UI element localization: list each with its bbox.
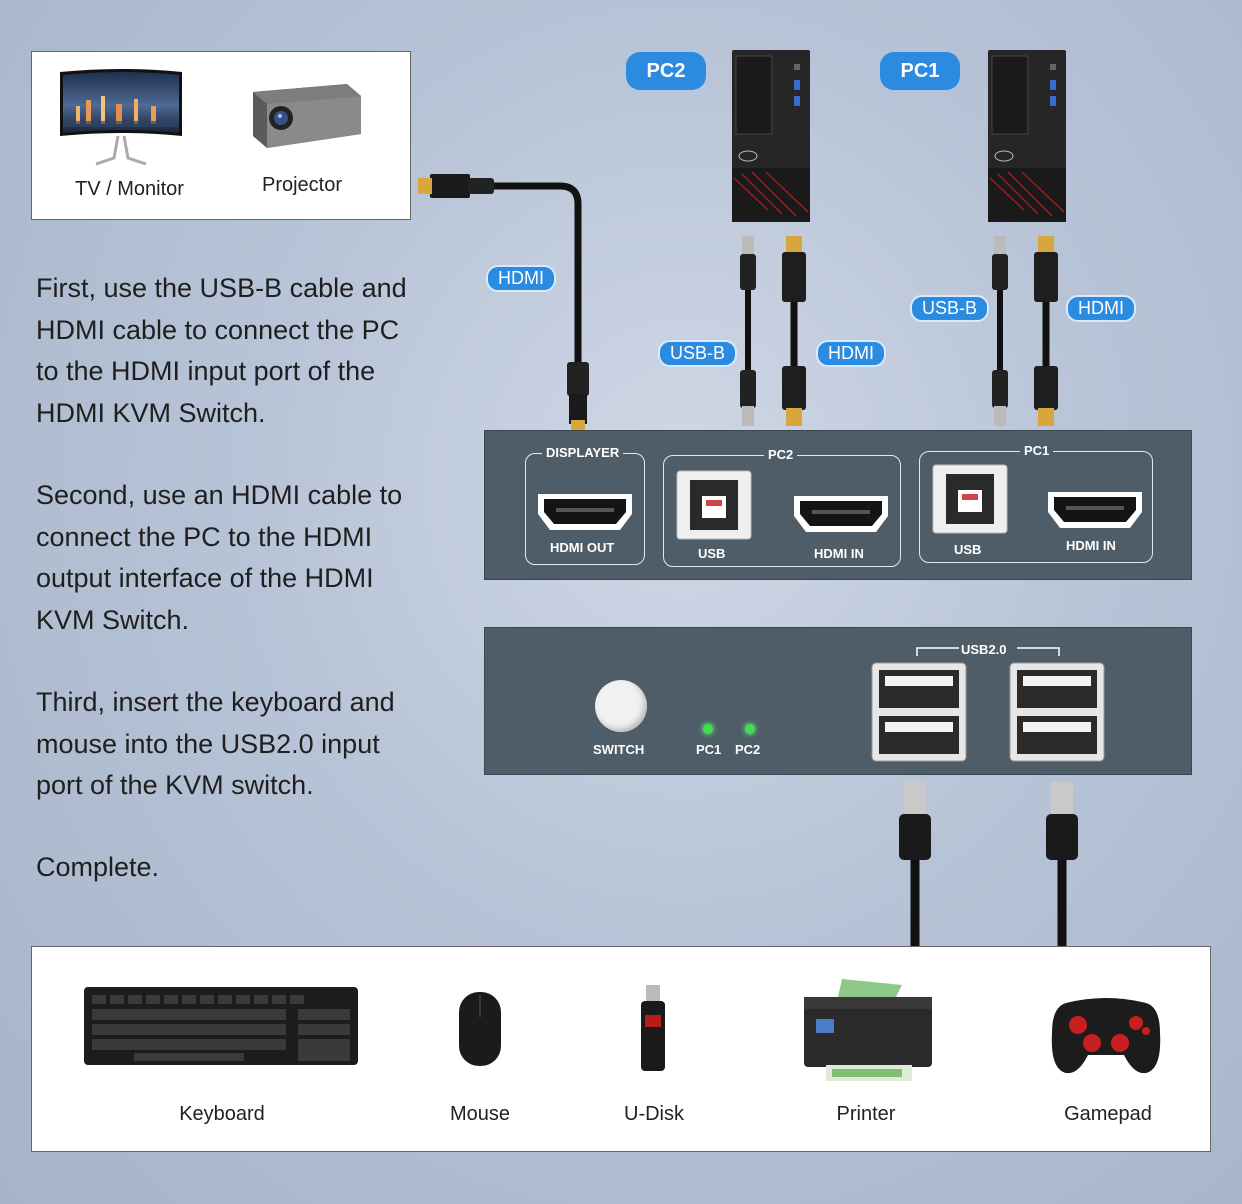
kvm-front-panel: SWITCH PC1 PC2 USB2.0 — [484, 627, 1192, 775]
hdmi-display-cable-tag: HDMI — [486, 265, 556, 292]
gamepad-label: Gamepad — [1064, 1103, 1152, 1125]
pc2-usb-label: USB — [698, 546, 726, 561]
pc2-hdmi-in-label: HDMI IN — [814, 546, 864, 561]
printer-label: Printer — [836, 1103, 896, 1125]
monitor-icon — [60, 69, 182, 166]
pc1-led-indicator — [703, 724, 713, 734]
tv-monitor-label: TV / Monitor — [75, 178, 184, 200]
pc1-usb-label: USB — [954, 542, 982, 557]
mouse-icon — [459, 992, 501, 1066]
pc1-group-label: PC1 — [1020, 443, 1054, 458]
usb20-label: USB2.0 — [961, 642, 1007, 657]
pc1-tower-icon — [988, 50, 1066, 222]
usb-b-port-pc2-icon — [676, 470, 752, 540]
step-second-text: Second, use an HDMI cable to connect the… — [36, 480, 403, 635]
step-complete-text: Complete. — [36, 852, 160, 882]
hdmi-out-label: HDMI OUT — [550, 540, 615, 555]
usb-drive-icon — [641, 985, 665, 1071]
switch-button[interactable] — [595, 680, 647, 732]
projector-label: Projector — [261, 174, 343, 196]
pc1-badge: PC1 — [880, 52, 960, 90]
kvm-back-panel: DISPLAYER HDMI OUT PC2 USB HDMI IN PC1 — [484, 430, 1192, 580]
keyboard-label: Keyboard — [179, 1103, 265, 1125]
projector-icon — [253, 84, 361, 148]
usbb-pc1-cable-tag: USB-B — [910, 295, 990, 322]
pc1-led-label: PC1 — [696, 742, 722, 757]
pc1-port-group: PC1 USB HDMI IN — [919, 443, 1153, 563]
displayer-label: DISPLAYER — [542, 445, 624, 460]
usbb-pc2-cable-tag: USB-B — [658, 340, 738, 367]
hdmi-pc1-cable-tag: HDMI — [1066, 295, 1136, 322]
pc2-led-label: PC2 — [735, 742, 761, 757]
udisk-label: U-Disk — [624, 1103, 684, 1125]
pc2-port-group: PC2 USB HDMI IN — [663, 447, 901, 567]
printer-icon — [804, 979, 932, 1081]
pc2-tower-icon — [732, 50, 810, 222]
displayer-port-group: DISPLAYER HDMI OUT — [525, 445, 645, 565]
usb-a-port-stack-right-icon — [1009, 662, 1105, 762]
mouse-label: Mouse — [449, 1103, 511, 1125]
keyboard-icon — [84, 987, 358, 1065]
hdmi-pc2-cable-tag: HDMI — [816, 340, 886, 367]
usb-b-port-pc1-icon — [932, 464, 1008, 534]
hdmi-in-port-pc2-icon — [794, 496, 888, 532]
switch-label: SWITCH — [593, 742, 645, 757]
step-first-text: First, use the USB-B cable and HDMI cabl… — [36, 273, 407, 428]
step-third-text: Third, insert the keyboard and mouse int… — [36, 687, 395, 800]
pc2-group-label: PC2 — [764, 447, 798, 462]
hdmi-in-port-pc1-icon — [1048, 492, 1142, 528]
pc2-badge: PC2 — [626, 52, 706, 90]
hdmi-out-port-icon — [538, 494, 632, 530]
usb-a-port-stack-left-icon — [871, 662, 967, 762]
display-devices-panel: TV / Monitor Projector — [31, 51, 411, 220]
peripherals-panel: Keyboard Mouse U-Disk Printer Gamepad — [31, 946, 1211, 1152]
usb20-bracket-line — [916, 647, 1060, 656]
pc1-hdmi-in-label: HDMI IN — [1066, 538, 1116, 553]
pc2-led-indicator — [745, 724, 755, 734]
gamepad-icon — [1051, 998, 1161, 1074]
